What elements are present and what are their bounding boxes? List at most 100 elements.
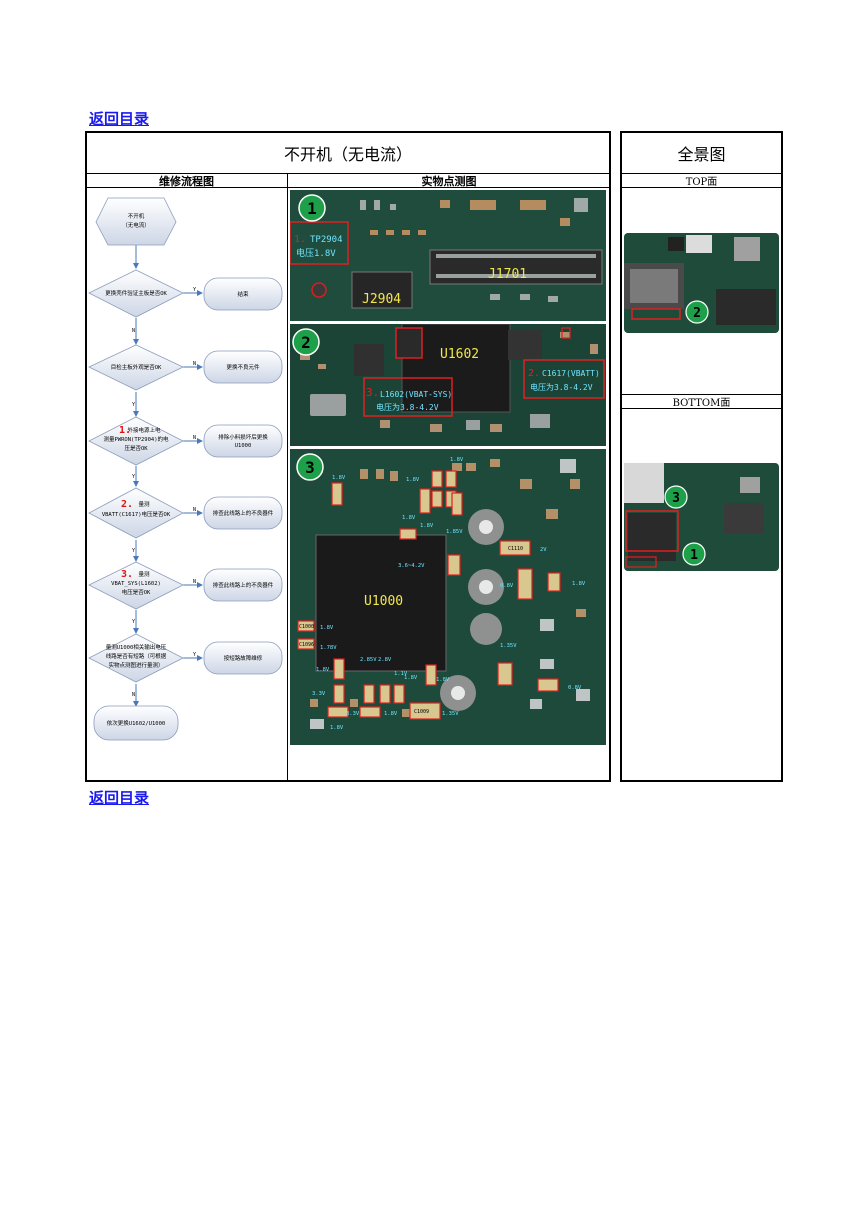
flow-no-label: N (193, 361, 196, 367)
voltage-label: 1.1V (394, 671, 408, 677)
flow-d1-text: 更换壳件验证主板是否OK (105, 289, 167, 297)
photo-u1602: 2 U1602 3. L1602(VBAT-SYS) 电压为3.8-4.2V 2… (290, 324, 606, 446)
cap-c1110-label: C1110 (508, 546, 523, 552)
flow-decision-4 (88, 487, 184, 539)
c1617-voltage: 电压为3.8-4.2V (530, 382, 593, 392)
c1617-label: C1617(VBATT) (542, 369, 600, 378)
flow-result-4 (203, 496, 283, 530)
flow-start-node (95, 197, 177, 246)
step-marker-2-label: 2 (301, 333, 311, 352)
voltage-label: 1.8V (572, 581, 586, 587)
flow-d6-line-1: 量测U1000相关输出电压 (106, 643, 167, 651)
cap-c1096-label: C1096 (299, 642, 314, 648)
flow-d3-line-1: 外接电源上电 (127, 426, 161, 434)
flow-yes-label: Y (132, 548, 135, 554)
voltage-label: 2V (540, 547, 547, 553)
flow-result-5 (203, 568, 283, 602)
voltage-label: 1.35V (500, 643, 517, 649)
flow-d3-line-2: 测量PWRON(TP2904)的电 (103, 435, 169, 443)
flow-result-2 (203, 350, 283, 384)
photo-tp2904: 1 1. TP2904 电压1.8V J1701 J2904 (290, 190, 606, 321)
l1602-label: L1602(VBAT-SYS) (380, 390, 452, 399)
flow-d5-line-3: 电压是否OK (122, 588, 151, 596)
overview-bottom-marker-3 (664, 485, 688, 509)
flow-no-label: N (193, 435, 196, 441)
voltage-label: 2.8V (378, 657, 392, 663)
flow-start-line-1: 不开机 (128, 212, 145, 220)
flow-no-label: N (193, 579, 196, 585)
overview-bottom-marker-1-label: 1 (690, 548, 698, 563)
voltage-label: 1.8V (402, 515, 416, 521)
voltage-label: 0.8V (500, 583, 514, 589)
flowchart-header: 维修流程图 (86, 174, 288, 188)
voltage-label: 1.8V (332, 475, 346, 481)
flow-end-text: 依次更换U1602/U1000 (107, 719, 165, 727)
j1701-label: J1701 (488, 267, 527, 282)
step-marker-1 (298, 194, 326, 222)
flow-result-1 (203, 277, 283, 311)
flow-end-node (93, 705, 179, 741)
c1617-step-number: 2. (528, 368, 540, 379)
overview-table (620, 131, 783, 782)
voltage-label: 1.8V (316, 667, 330, 673)
voltage-label: 1.8V (384, 711, 398, 717)
flow-no-label: N (132, 692, 135, 698)
voltage-label: 1.8V (420, 523, 434, 529)
flow-d3-number: 1. (119, 425, 131, 436)
flow-d4-number: 2. (121, 499, 133, 510)
main-table (85, 131, 611, 782)
flow-yes-label: Y (193, 652, 196, 658)
voltage-label: 3.3V (312, 691, 326, 697)
voltage-label: 1.8V (330, 725, 344, 731)
flow-no-label: N (132, 328, 135, 334)
tp2904-step-number: 1. (294, 234, 306, 245)
repair-flowchart: 不开机 （无电流） 更换壳件验证主板是否OK 结束 目检主板外观是否OK 更换不… (88, 197, 283, 741)
voltage-label: 1.8V (436, 677, 450, 683)
top-side-header: TOP面 (622, 174, 781, 188)
voltage-label: 1.78V (320, 645, 337, 651)
flow-d3-line-3: 压是否OK (124, 445, 148, 452)
tp2904-label: TP2904 (310, 235, 343, 245)
flow-decision-1 (88, 269, 184, 318)
tp2904-voltage: 电压1.8V (296, 247, 336, 259)
flow-decision-6 (88, 633, 184, 683)
l1602-step-number: 3. (366, 386, 379, 399)
l1602-voltage: 电压为3.8-4.2V (376, 402, 439, 412)
overview-bottom-photo: 3 1 (624, 463, 779, 571)
voltage-label: 2.85V (360, 657, 377, 663)
overview-top-marker-label: 2 (693, 306, 701, 321)
voltage-label: 3.3V (346, 711, 360, 717)
step-marker-2 (292, 328, 320, 356)
page-title: 不开机（无电流） (86, 133, 610, 174)
flow-r4-text: 排查此线路上的不良器件 (213, 509, 274, 517)
step-marker-1-label: 1 (307, 199, 317, 218)
j2904-label: J2904 (362, 292, 401, 307)
flow-yes-label: Y (132, 402, 135, 408)
voltage-label: 1.8V (406, 477, 420, 483)
u1000-label: U1000 (364, 594, 403, 609)
column-divider (287, 187, 288, 780)
voltage-label: 1.85V (446, 529, 463, 535)
step-marker-3-label: 3 (305, 458, 315, 477)
overview-bottom-marker-1 (682, 542, 706, 566)
flow-start-line-2: （无电流） (122, 221, 150, 229)
flow-no-label: N (193, 507, 196, 513)
flow-decision-5 (88, 561, 184, 610)
flow-d4-line-2: VBATT(C1617)电压是否OK (102, 510, 171, 518)
flow-result-6 (203, 641, 283, 675)
voltage-label: 3.6~4.2V (398, 563, 425, 569)
voltage-label: 1.8V (450, 457, 464, 463)
overview-bottom-marker-3-label: 3 (672, 491, 680, 506)
bottom-side-header: BOTTOM面 (622, 394, 781, 409)
flow-d6-line-3: 实物点测图进行量测） (108, 661, 163, 669)
flow-d4-line-1: 量测 (138, 500, 150, 508)
flow-decision-3 (88, 416, 184, 466)
flow-r1-text: 结束 (237, 290, 249, 298)
flow-d6-line-2: 线路是否有短路（可根据 (106, 652, 167, 660)
overview-top-marker (685, 300, 709, 324)
voltage-label: 1.8V (404, 675, 418, 681)
back-to-toc-link-bottom[interactable]: 返回目录 (89, 789, 150, 807)
cap-c1000-label: C1000 (299, 624, 314, 630)
back-to-toc-link[interactable]: 返回目录 (89, 110, 150, 128)
flow-d2-text: 目检主板外观是否OK (111, 363, 162, 371)
